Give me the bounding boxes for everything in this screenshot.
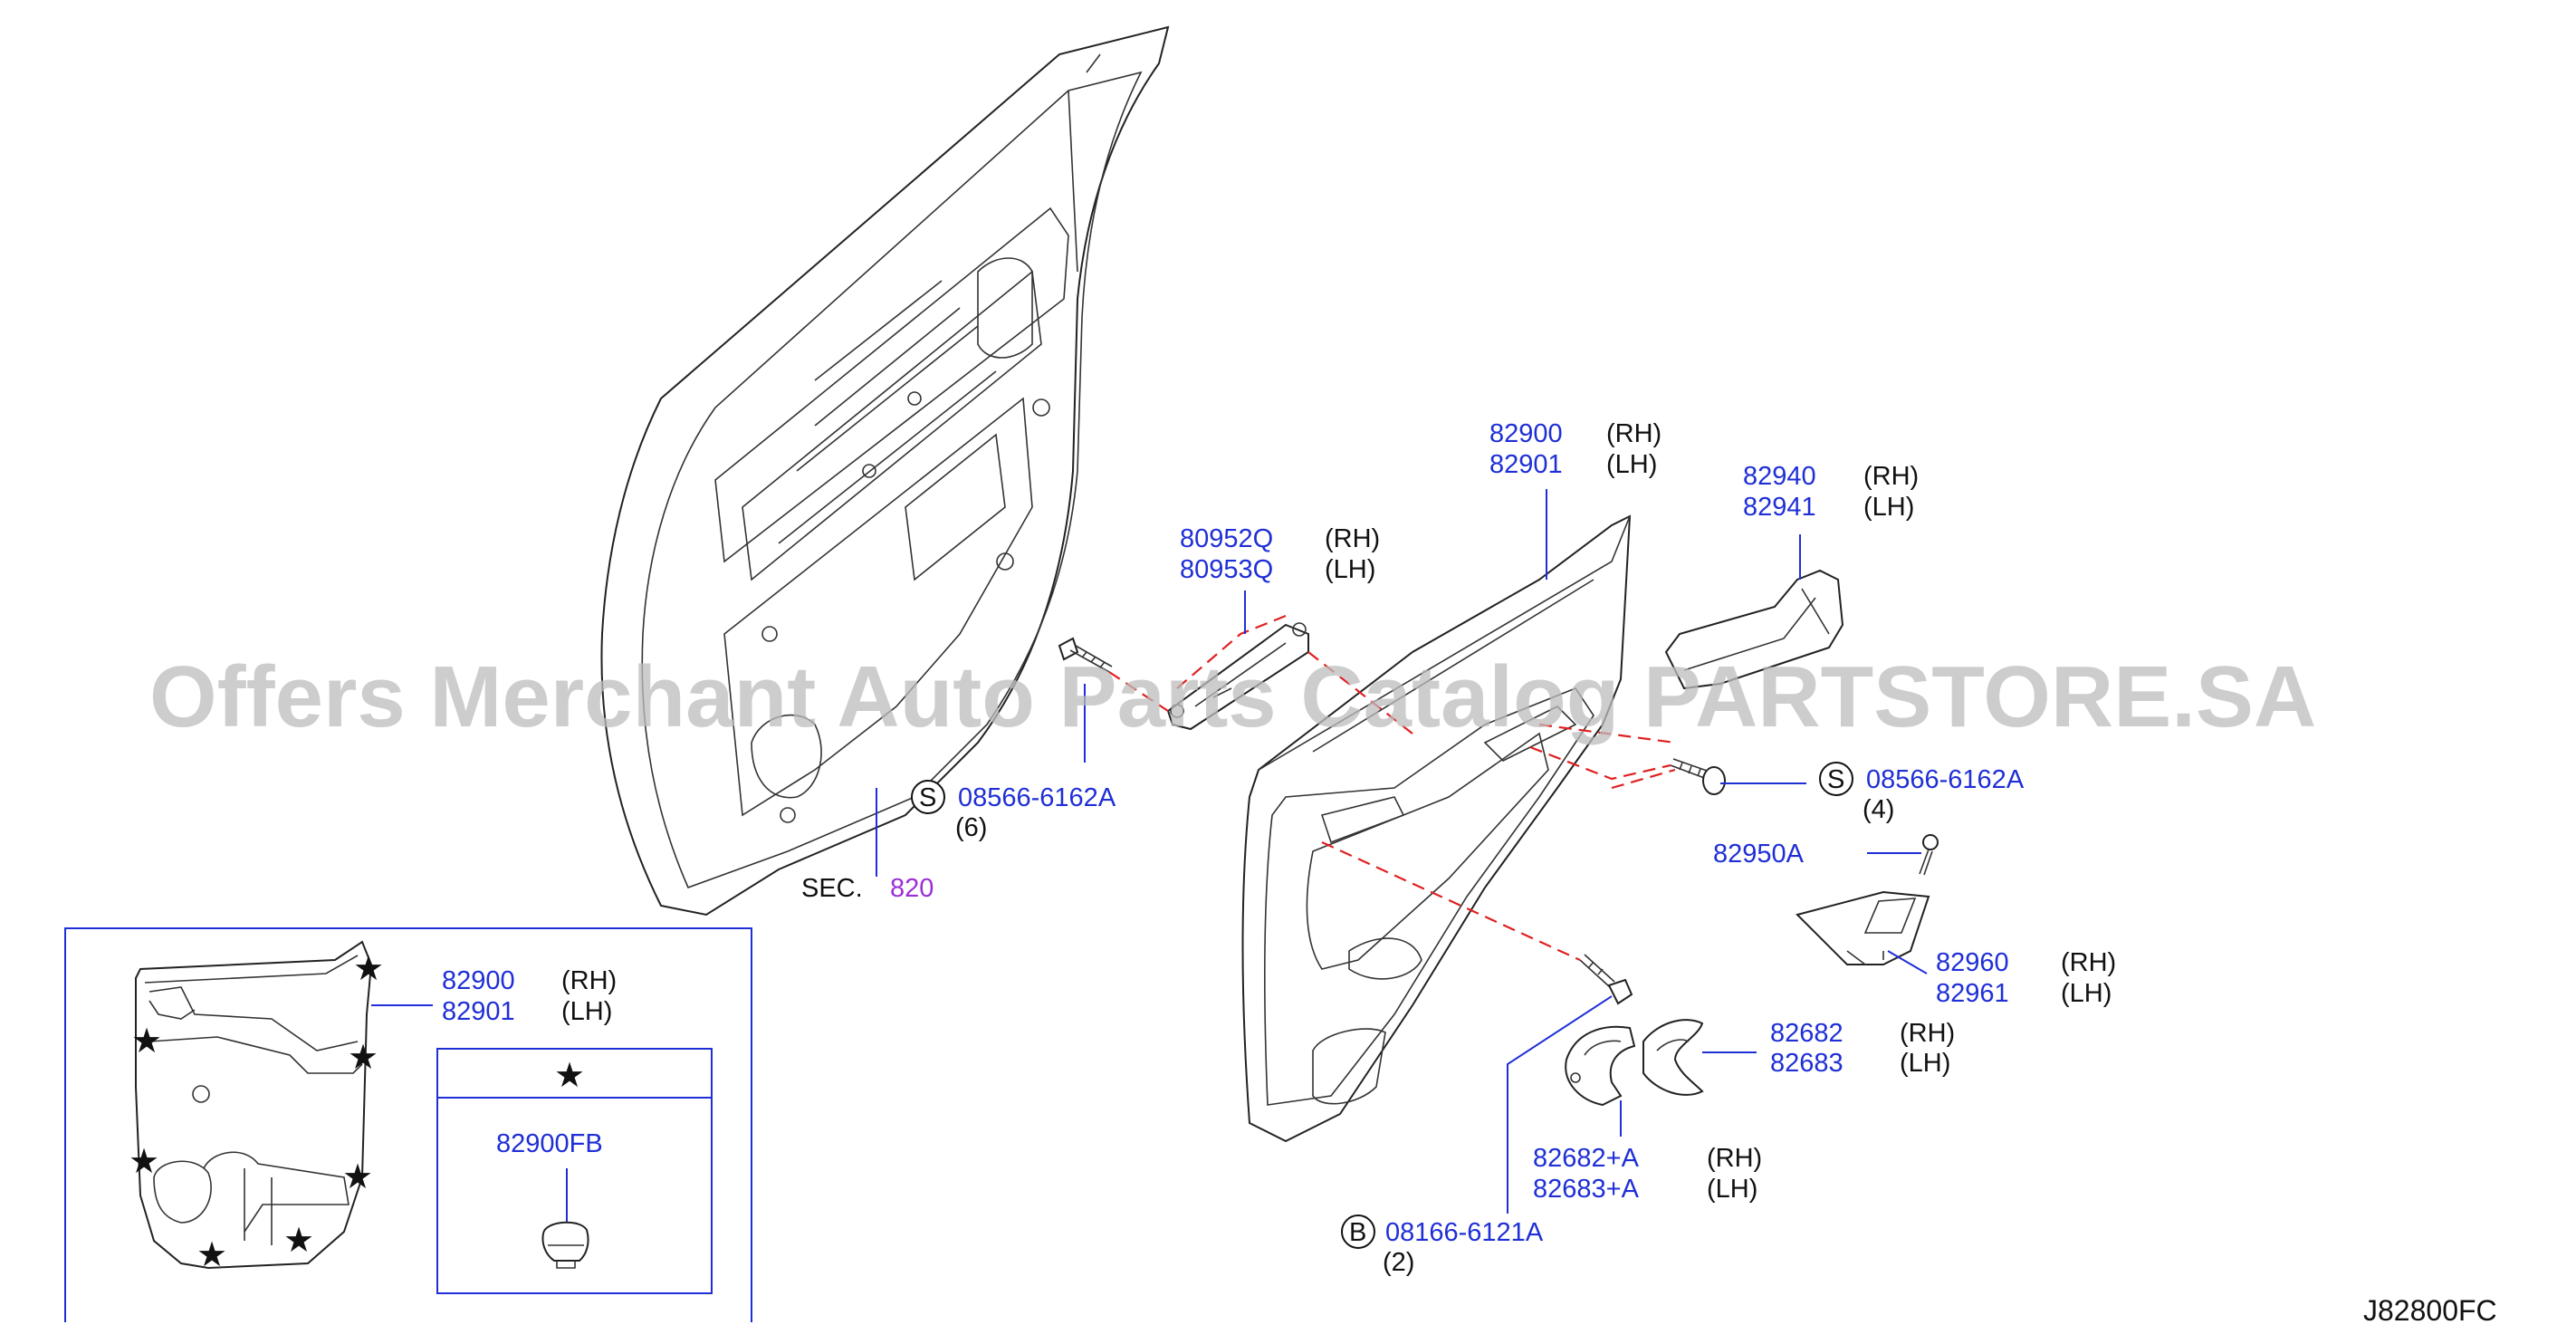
- inset-panel: ★ ★ ★ ★ ★ ★ ★ 82900 (RH) 82901 (LH) ★ 82…: [64, 927, 752, 1322]
- screw-left-illustration: [1058, 637, 1113, 673]
- fastener-number[interactable]: 08166-6121A: [1385, 1218, 1544, 1247]
- diagram-code: J82800FC: [2363, 1294, 2497, 1327]
- fastener-number[interactable]: 08566-6162A: [958, 783, 1116, 812]
- part-number-rh[interactable]: 82682: [1770, 1019, 1843, 1048]
- callout-82950A[interactable]: 82950A: [1713, 840, 1805, 869]
- callout-82682A-82683A[interactable]: 82682+A (RH) 82683+A (LH): [1533, 1144, 1762, 1204]
- callout-screw-right[interactable]: S 08566-6162A (4): [1819, 762, 2025, 824]
- clip-legend-box: ★ 82900FB: [436, 1048, 713, 1294]
- part-number[interactable]: 82950A: [1713, 840, 1805, 869]
- callout-82940-82941[interactable]: 82940 (RH) 82941 (LH): [1743, 462, 1919, 522]
- part-number-lh[interactable]: 80953Q: [1180, 555, 1273, 584]
- part-number-lh[interactable]: 82901: [442, 997, 515, 1026]
- callout-screw-left[interactable]: S 08566-6162A (6): [911, 780, 1116, 842]
- watermark-text: Offers Merchant Auto Parts Catalog PARTS…: [149, 648, 2316, 745]
- pull-cup-illustration: [1796, 890, 1930, 965]
- side-rh: (RH): [1325, 524, 1380, 553]
- part-number-rh[interactable]: 82900: [1489, 419, 1563, 448]
- assembly-dashed-lines: [1108, 614, 1676, 962]
- side-lh: (LH): [1606, 450, 1657, 479]
- section-number[interactable]: 820: [890, 874, 934, 903]
- door-inner-panel-illustration: [600, 25, 1170, 917]
- screw-symbol-circle: [1819, 762, 1853, 796]
- callout-82960-82961[interactable]: 82960 (RH) 82961 (LH): [1936, 948, 2116, 1008]
- bolt-illustration: [1579, 954, 1633, 1005]
- fastener-qty: (4): [1863, 795, 1894, 824]
- pull-cup-screw-illustration: [1919, 834, 1939, 876]
- star-marker: ★: [342, 1158, 373, 1196]
- bolt-symbol: B: [1349, 1218, 1366, 1247]
- escutcheon-illustration: [1565, 1025, 1636, 1107]
- side-rh: (RH): [1707, 1144, 1762, 1173]
- part-number-rh[interactable]: 82682+A: [1533, 1144, 1640, 1173]
- bolt-symbol-circle: [1341, 1214, 1375, 1249]
- side-rh: (RH): [1606, 419, 1661, 448]
- callout-82682-82683[interactable]: 82682 (RH) 82683 (LH): [1770, 1019, 1955, 1078]
- side-lh: (LH): [1707, 1175, 1757, 1204]
- section-reference[interactable]: SEC. 820: [801, 874, 934, 903]
- fastener-qty: (2): [1383, 1248, 1414, 1277]
- part-number[interactable]: 82900FB: [496, 1129, 603, 1158]
- side-lh: (LH): [1900, 1049, 1950, 1078]
- side-lh: (LH): [1325, 555, 1375, 584]
- part-number-lh[interactable]: 82683: [1770, 1049, 1843, 1078]
- part-number-lh[interactable]: 82901: [1489, 450, 1563, 479]
- inset-callout-82900-82901[interactable]: 82900 (RH) 82901 (LH): [442, 966, 617, 1026]
- clip-illustration: [541, 1221, 589, 1269]
- side-lh: (LH): [1863, 493, 1914, 522]
- side-lh: (LH): [2061, 979, 2112, 1008]
- screw-symbol: S: [1827, 765, 1844, 794]
- side-rh: (RH): [2061, 948, 2116, 977]
- callout-80952Q-80953Q[interactable]: 80952Q (RH) 80953Q (LH): [1180, 524, 1380, 584]
- inset-star-markers: ★ ★ ★ ★ ★ ★ ★: [129, 950, 384, 1274]
- part-number-lh[interactable]: 82961: [1936, 979, 2009, 1008]
- side-rh: (RH): [561, 966, 617, 995]
- star-marker: ★: [129, 1143, 159, 1181]
- star-marker: ★: [131, 1022, 162, 1061]
- star-marker: ★: [196, 1236, 227, 1274]
- fastener-qty: (6): [955, 813, 987, 842]
- screw-symbol-circle: [911, 780, 945, 814]
- section-prefix: SEC.: [801, 874, 863, 903]
- callout-82900-82901[interactable]: 82900 (RH) 82901 (LH): [1489, 419, 1661, 479]
- leader-lines: [876, 489, 1928, 1214]
- inside-handle-illustration: [1642, 1019, 1704, 1096]
- door-trim-panel-illustration: [1241, 514, 1632, 1143]
- side-rh: (RH): [1863, 462, 1919, 491]
- screw-right-illustration: [1670, 758, 1726, 795]
- part-number-rh[interactable]: 82900: [442, 966, 515, 995]
- part-number-lh[interactable]: 82683+A: [1533, 1175, 1640, 1204]
- part-number-lh[interactable]: 82941: [1743, 493, 1816, 522]
- inset-trim-illustration: [135, 940, 373, 1270]
- fastener-number[interactable]: 08566-6162A: [1866, 765, 2025, 794]
- star-marker: ★: [353, 950, 384, 988]
- screw-symbol: S: [919, 783, 936, 812]
- pull-handle-illustration: [1664, 569, 1844, 690]
- star-marker: ★: [348, 1039, 378, 1077]
- side-rh: (RH): [1900, 1019, 1955, 1048]
- callout-bolt[interactable]: B 08166-6121A (2): [1341, 1214, 1544, 1277]
- callout-82900FB[interactable]: 82900FB: [496, 1129, 603, 1158]
- side-lh: (LH): [561, 997, 612, 1026]
- legend-star-icon: ★: [554, 1057, 585, 1095]
- part-number-rh[interactable]: 80952Q: [1180, 524, 1273, 553]
- part-number-rh[interactable]: 82960: [1936, 948, 2009, 977]
- star-marker: ★: [283, 1222, 314, 1260]
- part-number-rh[interactable]: 82940: [1743, 462, 1816, 491]
